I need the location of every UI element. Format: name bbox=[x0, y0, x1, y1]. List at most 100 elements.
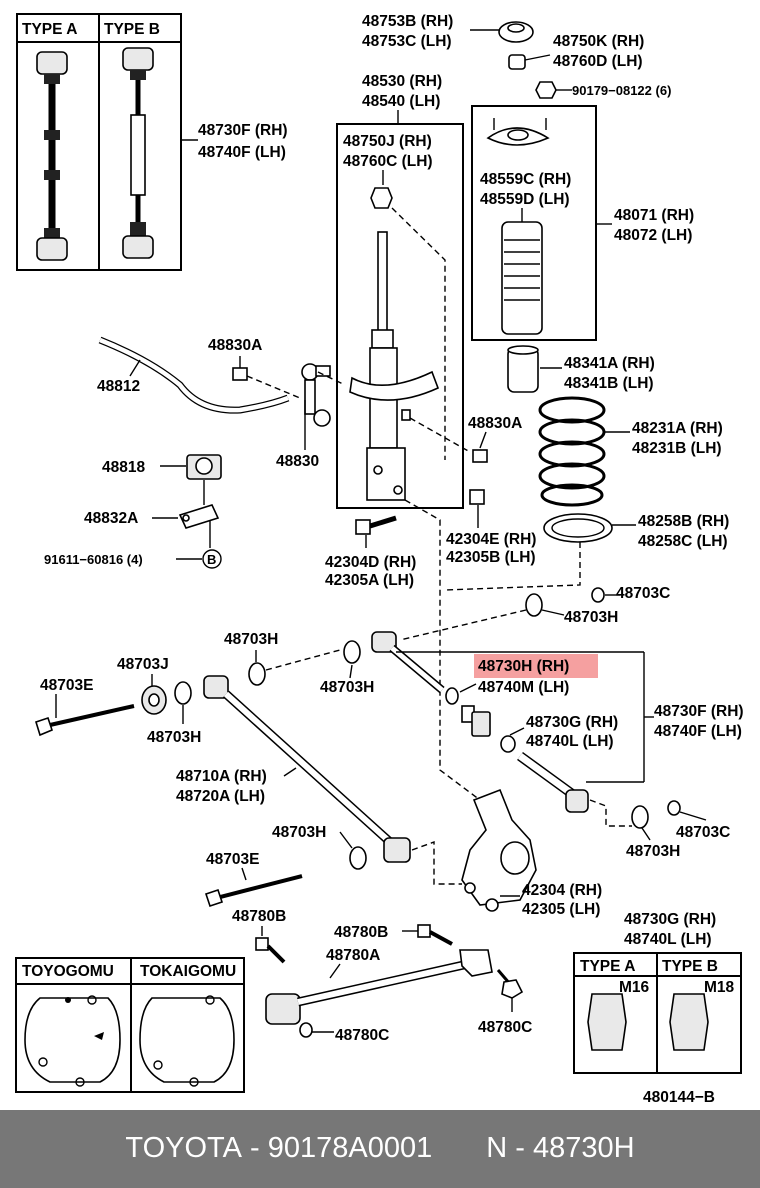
label-48559D: 48559D (LH) bbox=[480, 191, 570, 208]
label-48830A-2: 48830A bbox=[468, 415, 522, 432]
bolt-48780B-1 bbox=[255, 937, 286, 964]
label-48703C-1: 48703C bbox=[616, 585, 670, 602]
label-48540: 48540 (LH) bbox=[362, 93, 440, 110]
tokaigomu-label: TOKAIGOMU bbox=[140, 963, 236, 980]
nut-48780C-2 bbox=[496, 969, 524, 999]
label-48703E-2: 48703E bbox=[206, 851, 259, 868]
label-42304: 42304 (RH) bbox=[522, 882, 602, 899]
upper-support bbox=[486, 118, 550, 146]
bolt-48780B-2 bbox=[417, 924, 453, 946]
label-48703C-2: 48703C bbox=[676, 824, 730, 841]
m18-label: M18 bbox=[704, 979, 735, 996]
steering-knuckle bbox=[461, 788, 537, 912]
label-48703H-3: 48703H bbox=[320, 679, 374, 696]
washer-48703H-1 bbox=[525, 593, 543, 617]
label-90179: 90179−08122 (6) bbox=[572, 83, 671, 98]
label-48730F-mid: 48730F (RH) bbox=[654, 703, 744, 720]
footer-part-number: 90178A0001 bbox=[267, 1132, 433, 1164]
label-48231A: 48231A (RH) bbox=[632, 420, 723, 437]
label-48812: 48812 bbox=[97, 378, 140, 395]
type-b-label: TYPE B bbox=[104, 21, 160, 38]
label-48231B: 48231B (LH) bbox=[632, 440, 722, 457]
coil-spring bbox=[538, 396, 606, 507]
spring-insulator bbox=[543, 513, 613, 543]
label-42305B: 42305B (LH) bbox=[446, 549, 536, 566]
label-48740L-b: 48740L (LH) bbox=[624, 931, 712, 948]
label-48750K: 48750K (RH) bbox=[553, 33, 644, 50]
label-48703H-4: 48703H bbox=[626, 843, 680, 860]
label-91611: 91611−60816 (4) bbox=[44, 552, 143, 567]
footer-n-label: N bbox=[486, 1132, 508, 1164]
label-48703H-1: 48703H bbox=[564, 609, 618, 626]
nut-type-b-label: TYPE B bbox=[662, 958, 718, 975]
nut-type-a-label: TYPE A bbox=[580, 958, 635, 975]
nut-type-box: TYPE A TYPE B M16 M18 bbox=[573, 952, 742, 1074]
label-42304D: 42304D (RH) bbox=[325, 554, 416, 571]
label-48703J: 48703J bbox=[117, 656, 169, 673]
nut-90179 bbox=[535, 81, 557, 99]
label-48753B: 48753B (RH) bbox=[362, 13, 453, 30]
label-48730H: 48730H (RH) bbox=[478, 658, 569, 675]
highlight-48730H bbox=[474, 654, 598, 678]
footer-sep-1: - bbox=[241, 1132, 268, 1164]
label-48703E-1: 48703E bbox=[40, 677, 93, 694]
upper-support-cap bbox=[498, 21, 534, 43]
nut-48830A-1 bbox=[232, 367, 248, 381]
parts-diagram: TYPE A TYPE B 48730F (RH) 48740F (LH) 48… bbox=[15, 13, 744, 1106]
washer-48703H-2 bbox=[248, 662, 266, 686]
label-48703H-5: 48703H bbox=[147, 729, 201, 746]
label-48530: 48530 (RH) bbox=[362, 73, 442, 90]
label-48072: 48072 (LH) bbox=[614, 227, 692, 244]
label-42305A: 42305A (LH) bbox=[325, 572, 414, 589]
label-48830A-1: 48830A bbox=[208, 337, 262, 354]
footer-n-value: 48730H bbox=[532, 1132, 635, 1164]
label-48341B: 48341B (LH) bbox=[564, 375, 654, 392]
link-type-a-image bbox=[36, 51, 68, 261]
m16-label: M16 bbox=[619, 979, 650, 996]
label-48760C: 48760C (LH) bbox=[343, 153, 433, 170]
bolt-48703E-1 bbox=[35, 704, 135, 737]
label-48258B: 48258B (RH) bbox=[638, 513, 729, 530]
label-48703H-6: 48703H bbox=[272, 824, 326, 841]
type-a-label: TYPE A bbox=[22, 21, 77, 38]
label-48720A: 48720A (LH) bbox=[176, 788, 265, 805]
label-48341A: 48341A (RH) bbox=[564, 355, 655, 372]
label-48780A: 48780A bbox=[326, 947, 380, 964]
label-48730G-b: 48730G (RH) bbox=[624, 911, 716, 928]
label-48740L: 48740L (LH) bbox=[526, 733, 614, 750]
label-48071: 48071 (RH) bbox=[614, 207, 694, 224]
label-48818: 48818 bbox=[102, 459, 145, 476]
arm-48730H bbox=[371, 631, 445, 694]
b-marker-label: B bbox=[207, 552, 216, 567]
nut-48703C-1 bbox=[591, 587, 605, 603]
label-48559C: 48559C (RH) bbox=[480, 171, 571, 188]
label-42304E: 42304E (RH) bbox=[446, 531, 536, 548]
shock-absorber bbox=[349, 187, 440, 501]
link-type-b-image bbox=[122, 47, 154, 259]
adjusting-cam-48730G bbox=[461, 705, 516, 753]
stabilizer-bracket bbox=[178, 504, 220, 529]
washer-48703H-6 bbox=[349, 846, 367, 870]
label-42305: 42305 (LH) bbox=[522, 901, 600, 918]
label-48730F-top: 48730F (RH) bbox=[198, 122, 288, 139]
label-48710A: 48710A (RH) bbox=[176, 768, 267, 785]
nut-48703C-2 bbox=[667, 800, 681, 816]
arm-48710A bbox=[203, 675, 411, 863]
label-48780C-1: 48780C bbox=[335, 1027, 389, 1044]
washer-48703H-5 bbox=[174, 681, 192, 705]
nut-48740M bbox=[445, 687, 459, 705]
label-48832A: 48832A bbox=[84, 510, 138, 527]
bushing-maker-box: TOYOGOMU TOKAIGOMU bbox=[15, 957, 245, 1093]
label-48830: 48830 bbox=[276, 453, 319, 470]
label-48780B-2: 48780B bbox=[334, 924, 388, 941]
strut-rod-48780A bbox=[265, 949, 493, 1038]
stabilizer-link bbox=[301, 363, 331, 427]
label-48780B-1: 48780B bbox=[232, 908, 286, 925]
washer-48703H-4 bbox=[631, 805, 649, 829]
label-48740M: 48740M (LH) bbox=[478, 679, 569, 696]
bolt-42304D bbox=[355, 515, 397, 535]
label-48740F-mid: 48740F (LH) bbox=[654, 723, 742, 740]
arm-48730G-rod bbox=[517, 751, 589, 813]
